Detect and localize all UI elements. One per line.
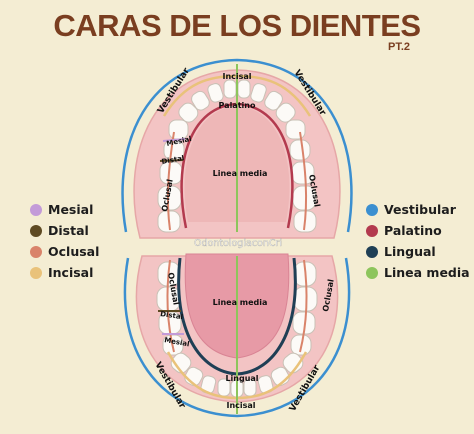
lower-label-incisal: Incisal: [226, 401, 255, 410]
lower-arch: [123, 253, 351, 418]
upper-distal-mark: [159, 159, 184, 162]
lingual-color-dot: [366, 246, 378, 258]
upper-mesial-mark: [162, 138, 186, 142]
page-subtitle: PT.2: [388, 41, 411, 53]
legend-item-vestibular: Vestibular: [366, 202, 456, 217]
legend-item-linea-media: Linea media: [366, 265, 470, 280]
linea-media-color-dot: [366, 267, 378, 279]
oclusal-color-dot: [30, 246, 42, 258]
legend-label: Linea media: [384, 265, 470, 280]
legend-item-incisal: Incisal: [30, 265, 93, 280]
upper-oclusal-line-right: [299, 131, 308, 231]
lower-label-linea-media: Linea media: [213, 298, 268, 307]
lower-teeth: [156, 261, 318, 398]
lower-vestibular-line: [123, 257, 351, 418]
legend-label: Oclusal: [48, 244, 100, 259]
incisal-color-dot: [30, 267, 42, 279]
legend-item-palatino: Palatino: [366, 223, 442, 238]
legend-label: Incisal: [48, 265, 94, 280]
upper-label-linea-media: Linea media: [213, 169, 268, 178]
lower-oclusal-line-right: [299, 259, 308, 353]
watermark: OdontologiaconCri: [194, 238, 282, 249]
distal-color-dot: [30, 225, 42, 237]
legend-item-distal: Distal: [30, 223, 89, 238]
upper-oclusal-line-left: [166, 131, 175, 231]
lower-label-distal: Distal: [160, 310, 184, 321]
legend-label: Vestibular: [384, 202, 456, 217]
lower-label-lingual: Lingual: [225, 374, 258, 383]
mesial-color-dot: [30, 204, 42, 216]
page-title: CARAS DE LOS DIENTES: [53, 8, 421, 43]
legend-item-oclusal: Oclusal: [30, 244, 99, 259]
upper-arch: [121, 58, 353, 239]
legend-label: Distal: [48, 223, 89, 238]
upper-label-distal: Distal: [161, 154, 185, 166]
vestibular-color-dot: [366, 204, 378, 216]
upper-label-incisal: Incisal: [222, 72, 251, 81]
upper-label-palatino: Palatino: [219, 101, 256, 110]
upper-vestibular-line: [121, 58, 353, 233]
legend-item-mesial: Mesial: [30, 202, 93, 217]
legend-item-lingual: Lingual: [366, 244, 436, 259]
legend-label: Mesial: [48, 202, 94, 217]
legend-label: Lingual: [384, 244, 436, 259]
palatino-color-dot: [366, 225, 378, 237]
legend-label: Palatino: [384, 223, 442, 238]
lower-oclusal-line-left: [166, 259, 175, 353]
